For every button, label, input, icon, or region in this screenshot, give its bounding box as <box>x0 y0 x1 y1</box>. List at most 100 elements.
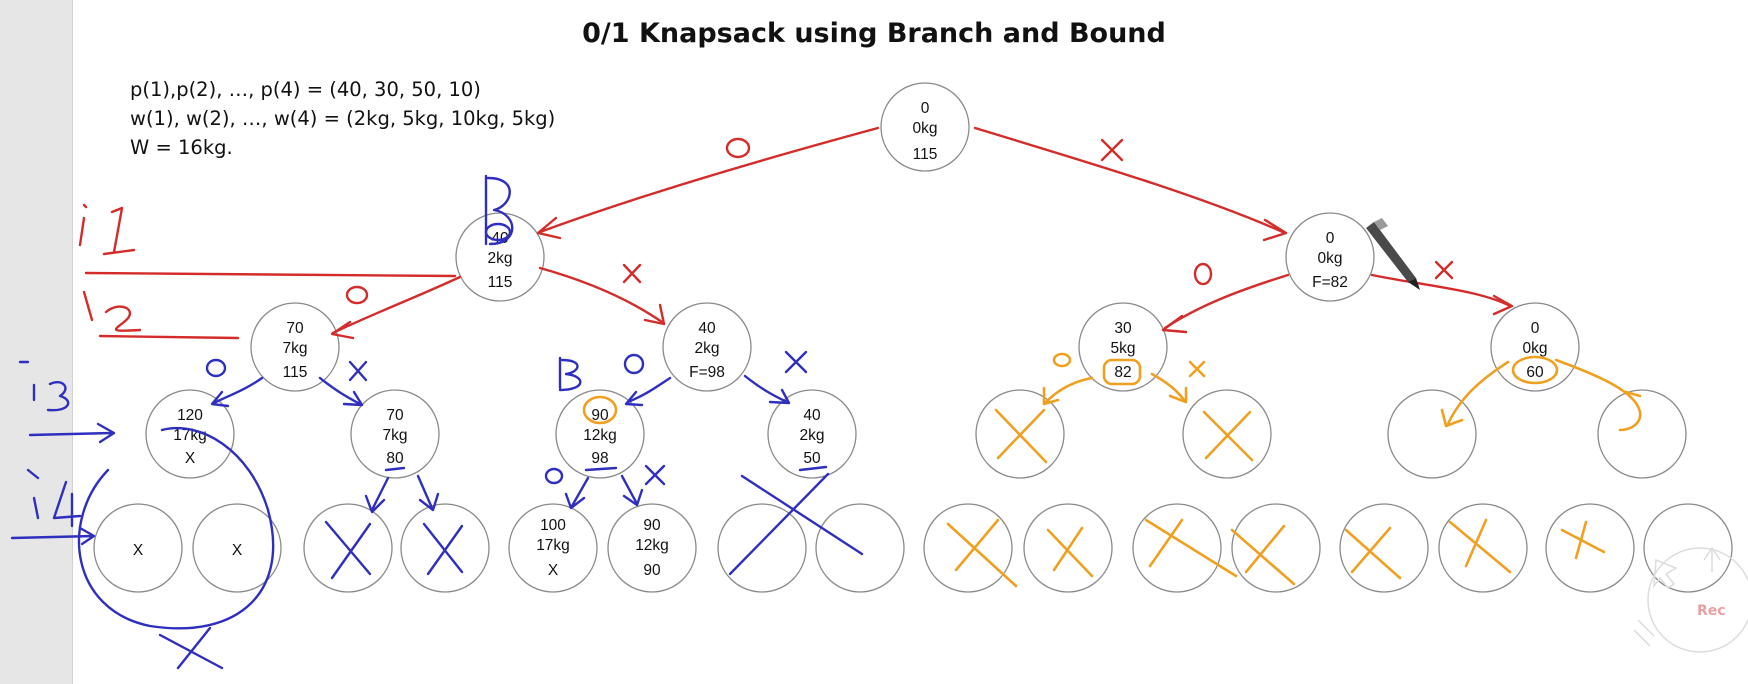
node-40-2kg-f98 <box>662 302 752 392</box>
level-line-1 <box>84 271 457 278</box>
cross-mark-blue <box>324 520 372 580</box>
arrowhead-blue <box>622 488 644 507</box>
cross-mark-orange <box>1188 360 1206 378</box>
node-label: 12kg <box>635 537 669 554</box>
upload-icon[interactable] <box>1703 546 1721 572</box>
page-title: 0/1 Knapsack using Branch and Bound <box>582 18 1166 49</box>
cross-mark-blue <box>348 360 368 382</box>
node-100-17kg-x <box>508 503 598 593</box>
node-level4-x <box>93 503 183 593</box>
edge-arrow-orange <box>1446 360 1510 426</box>
node-label: 17kg <box>536 537 570 554</box>
cross-mark-orange <box>1230 524 1296 586</box>
node-level4-empty <box>1132 503 1222 593</box>
node-label: 115 <box>913 146 938 163</box>
zero-mark-red <box>1193 262 1213 286</box>
node-label: 115 <box>488 274 513 291</box>
level-label-1 <box>78 203 136 256</box>
arrowhead-red <box>330 320 355 340</box>
node-label: 2kg <box>800 427 825 444</box>
node-label: F=82 <box>1312 274 1348 291</box>
highlight-box-orange <box>1102 358 1142 386</box>
edge-arrow-red <box>1370 273 1512 308</box>
recorder-dial-icon[interactable] <box>1647 547 1748 653</box>
node-label: 30 <box>1114 320 1132 337</box>
node-40-2kg-50 <box>767 389 857 479</box>
node-0-0kg-f82 <box>1285 212 1375 302</box>
edge-arrow-blue <box>416 474 434 510</box>
node-label: 60 <box>1526 364 1544 381</box>
profits-line: p(1),p(2), …, p(4) = (40, 30, 50, 10) <box>130 78 481 101</box>
circle-mark-blue <box>484 222 512 242</box>
cross-mark-orange <box>1448 518 1512 574</box>
edge-arrow-orange <box>1150 372 1186 402</box>
cross-mark-orange <box>946 518 1018 588</box>
node-level4-empty <box>717 503 807 593</box>
edge-arrow-orange <box>1044 376 1094 404</box>
node-level4-empty <box>1231 503 1321 593</box>
node-70-7kg-80 <box>350 389 440 479</box>
edge-arrow-blue <box>620 474 638 504</box>
level-label-4 <box>26 468 82 528</box>
edge-arrow-blue <box>743 374 789 404</box>
edge-arrow-blue <box>370 476 390 512</box>
arrowhead-blue <box>564 492 586 510</box>
highlight-circle-orange <box>582 395 618 425</box>
node-label: 98 <box>591 450 608 467</box>
arrowhead-blue <box>342 390 364 407</box>
edge-arrow-red <box>1163 273 1290 330</box>
node-label: 50 <box>803 450 821 467</box>
node-label: X <box>133 542 144 559</box>
cross-mark-red <box>1100 138 1124 162</box>
node-label: 90 <box>591 407 609 424</box>
cross-mark-orange <box>994 408 1048 464</box>
arrowhead-orange <box>1042 386 1060 406</box>
node-label: 0 <box>1531 320 1540 337</box>
node-label: 90 <box>643 517 661 534</box>
node-30-5kg-82 <box>1078 302 1168 392</box>
node-label: 40 <box>698 320 716 337</box>
edge-arrow-blue <box>212 376 264 405</box>
zero-mark-blue <box>544 467 564 485</box>
underline-blue <box>798 465 828 472</box>
node-level4-empty <box>815 503 905 593</box>
edge-arrow-blue <box>570 476 590 508</box>
node-label: 5kg <box>1111 340 1136 357</box>
node-level4-x <box>192 503 282 593</box>
recorder-widget[interactable] <box>1633 546 1748 653</box>
node-level4-empty <box>1339 503 1429 593</box>
node-label: 0 <box>1326 230 1335 247</box>
arrowhead-blue <box>768 388 791 405</box>
zero-mark-red <box>725 137 751 159</box>
capacity-line: W = 16kg. <box>130 136 233 159</box>
node-label: X <box>185 450 196 467</box>
node-label: 70 <box>286 320 304 337</box>
node-label: 70 <box>386 407 404 424</box>
node-label: 0kg <box>1318 250 1343 267</box>
bound-mark-blue <box>558 356 582 392</box>
level-label-3 <box>18 360 70 412</box>
zero-mark-blue <box>205 358 227 378</box>
arrowhead-blue <box>624 390 644 407</box>
cross-mark-blue <box>644 464 666 486</box>
cross-mark-red <box>622 263 642 284</box>
node-70-7kg-115 <box>250 302 340 392</box>
left-margin-bar <box>0 0 73 684</box>
pointer-icon[interactable] <box>1653 558 1678 590</box>
cross-mark-orange <box>1144 518 1238 578</box>
edge-arrow-blue <box>318 376 362 406</box>
edge-arrow-red <box>538 126 880 234</box>
recorder-label: Rec <box>1697 603 1726 619</box>
node-label: 40 <box>803 407 821 424</box>
cross-mark-orange <box>1560 520 1606 560</box>
pencil-icon[interactable] <box>1633 619 1655 647</box>
weights-line: w(1), w(2), …, w(4) = (2kg, 5kg, 10kg, 5… <box>130 107 556 130</box>
arrowhead-orange <box>1168 386 1188 404</box>
arrowhead-orange <box>1624 390 1642 398</box>
arrowhead-orange <box>1440 408 1464 428</box>
level-line-3 <box>28 422 116 444</box>
node-label: 2kg <box>695 340 720 357</box>
cross-mark-blue <box>784 350 808 374</box>
node-level3-empty <box>1597 389 1687 479</box>
